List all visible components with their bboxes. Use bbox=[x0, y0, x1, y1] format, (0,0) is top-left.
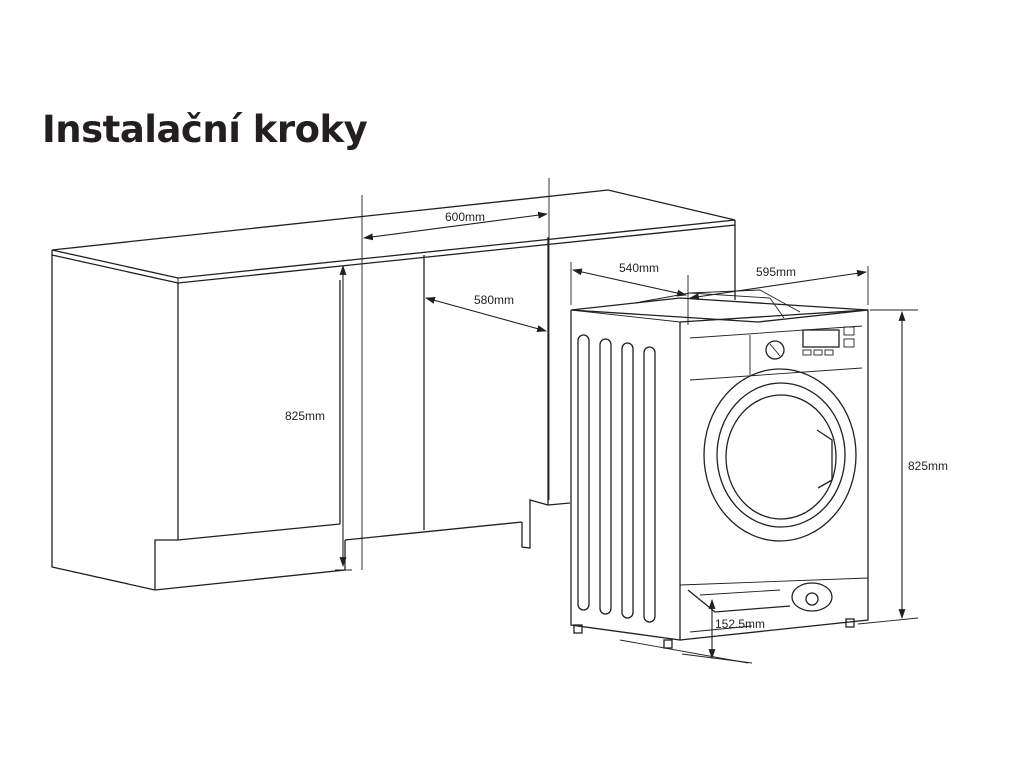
cabinet-depth-dimension: 580mm bbox=[425, 293, 547, 332]
cabinet-width-dimension: 600mm bbox=[361, 178, 550, 570]
machine-depth-label: 540mm bbox=[619, 261, 659, 275]
side-vents bbox=[577, 334, 656, 623]
machine-height-label: 825mm bbox=[908, 459, 948, 473]
page-title: Instalační kroky bbox=[42, 108, 368, 151]
washing-machine-drawing bbox=[570, 289, 869, 664]
plinth-height-dimension: 152.5mm bbox=[681, 599, 765, 664]
cabinet-height-label: 825mm bbox=[285, 409, 325, 423]
cabinet-width-label: 600mm bbox=[445, 210, 485, 224]
machine-height-dimension: 825mm bbox=[857, 309, 948, 625]
cabinet-height-dimension: 825mm bbox=[285, 265, 352, 571]
machine-depth-dimension: 540mm bbox=[570, 261, 689, 325]
machine-width-label: 595mm bbox=[756, 265, 796, 279]
cabinet-depth-label: 580mm bbox=[474, 293, 514, 307]
machine-width-dimension: 595mm bbox=[689, 265, 869, 305]
plinth-height-label: 152.5mm bbox=[715, 617, 765, 631]
